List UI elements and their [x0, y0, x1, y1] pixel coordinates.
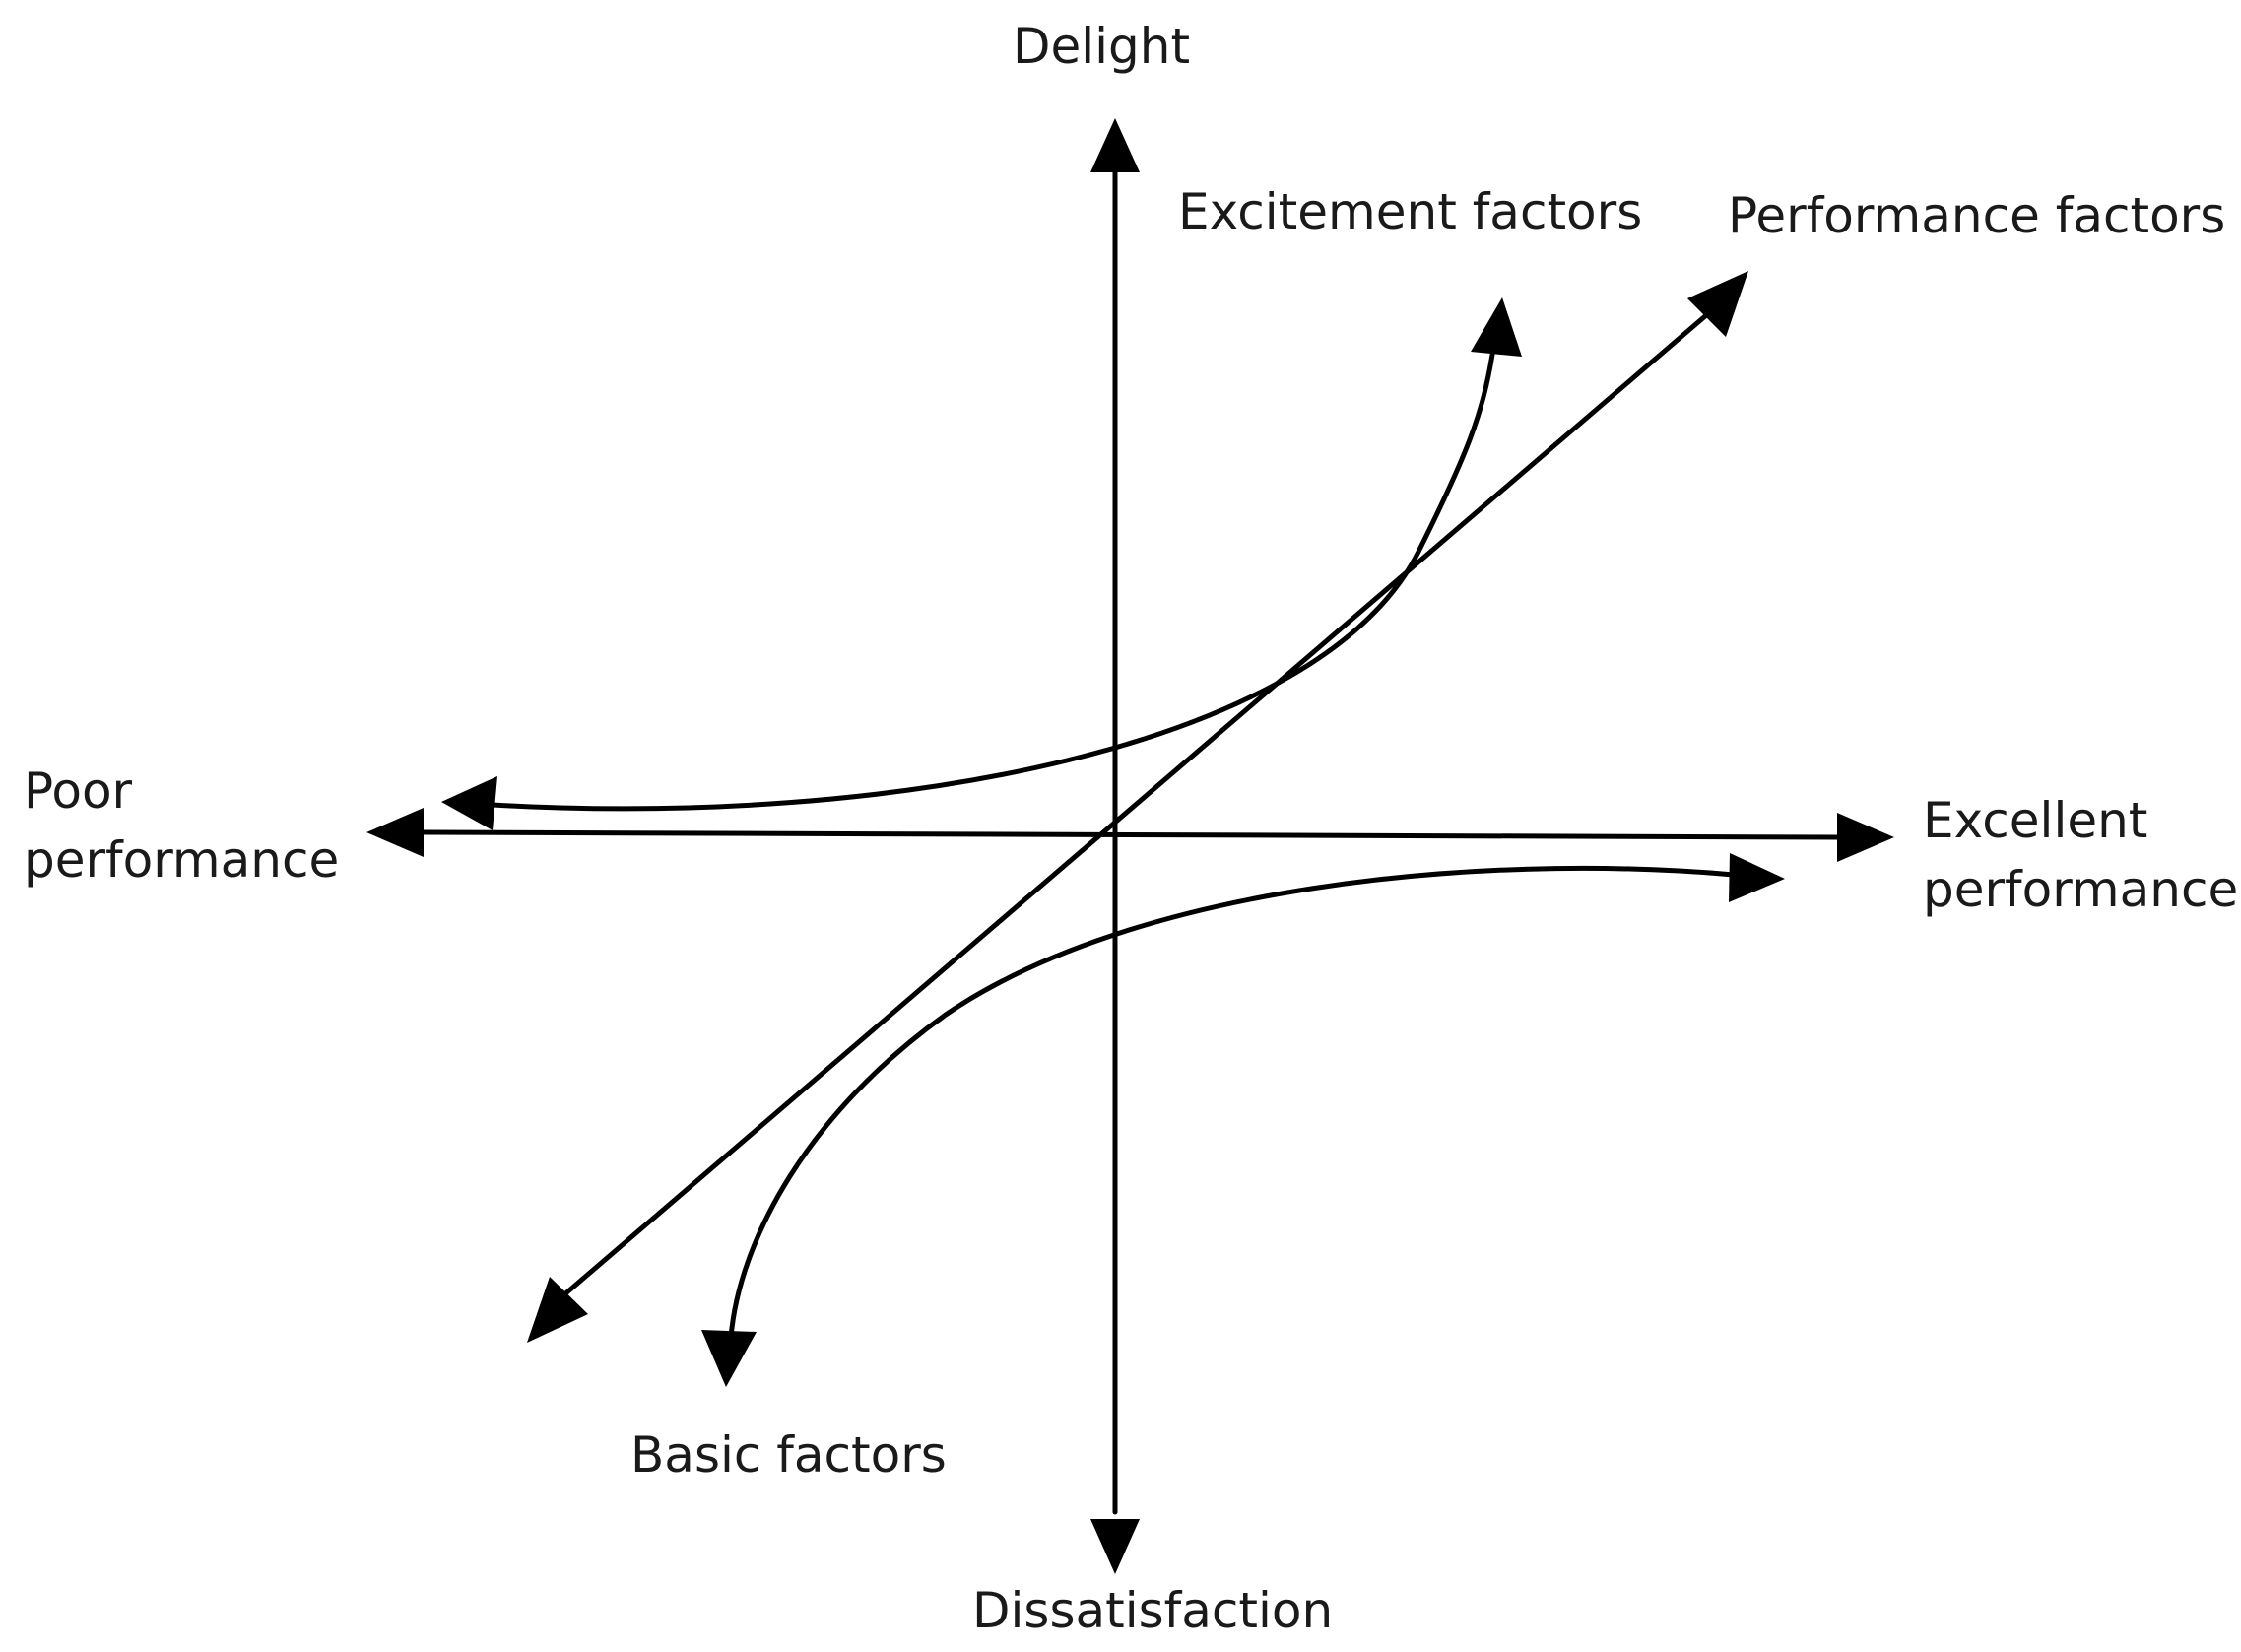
excitement-upper-arrowhead [1471, 297, 1522, 357]
performance-factors-curve [527, 271, 1748, 1343]
dissatisfaction-label: Dissatisfaction [972, 1582, 1333, 1639]
excitement-left-arrowhead [441, 776, 497, 830]
horizontal-axis [366, 808, 1894, 862]
performance-factors-label: Performance factors [1728, 187, 2225, 244]
performance-upper-arrowhead [1687, 271, 1748, 337]
delight-label: Delight [1013, 18, 1190, 75]
performance-left-label: performance [24, 831, 339, 889]
basic-factors-curve [701, 853, 1785, 1387]
excellent-performance-arrowhead [1837, 813, 1894, 862]
delight-arrowhead [1090, 118, 1140, 172]
excellent-label: Excellent [1923, 792, 2147, 849]
poor-label: Poor [24, 762, 133, 820]
vertical-axis [1090, 118, 1140, 1574]
basic-factors-label: Basic factors [630, 1426, 947, 1484]
excitement-factors-curve [441, 297, 1522, 830]
basic-right-arrowhead [1729, 853, 1785, 902]
performance-lower-arrowhead [527, 1277, 588, 1343]
dissatisfaction-arrowhead [1090, 1519, 1140, 1574]
performance-right-label: performance [1923, 861, 2238, 918]
poor-performance-arrowhead [366, 808, 424, 857]
basic-lower-arrowhead [701, 1330, 757, 1387]
excitement-factors-label: Excitement factors [1178, 183, 1642, 240]
